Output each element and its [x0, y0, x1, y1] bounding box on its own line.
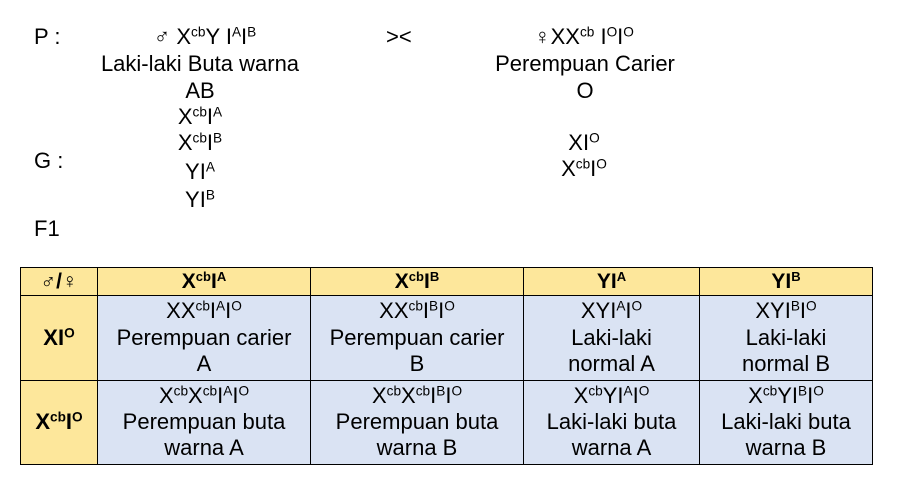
offspring-genotype: XYIBIO — [755, 298, 817, 324]
offspring-phenotype: Laki-laki buta — [546, 409, 677, 435]
female-description: Perempuan Carier — [495, 51, 675, 76]
male-gamete-1: XcbIA — [177, 104, 223, 129]
male-genotype: ♂ XcbY IAIB — [153, 24, 257, 49]
offspring-blood-type: warna A — [164, 435, 244, 461]
label-p: P : — [34, 24, 61, 49]
table-cell: XYIBIO Laki-laki normal B — [699, 295, 873, 381]
offspring-blood-type: warna B — [745, 435, 827, 461]
offspring-genotype: XXcbIBIO — [379, 298, 455, 324]
label-f1: F1 — [34, 216, 60, 241]
column-header: XcbIA — [97, 267, 311, 296]
male-gamete-2: XcbIB — [177, 130, 223, 155]
female-gamete-2: XcbIO — [561, 156, 607, 181]
offspring-blood-type: warna A — [571, 435, 652, 461]
offspring-genotype: XcbXcbIBIO — [371, 382, 463, 408]
male-symbol: ♂ — [153, 24, 171, 49]
row-header: XcbIO — [20, 379, 98, 465]
offspring-phenotype: Perempuan carier — [329, 324, 505, 350]
table-cell: XcbYIAIO Laki-laki buta warna A — [523, 379, 700, 465]
label-g: G : — [34, 148, 64, 173]
offspring-genotype: XcbXcbIAIO — [158, 382, 250, 408]
female-blood-type: O — [576, 78, 594, 103]
offspring-phenotype: Perempuan buta — [335, 409, 499, 435]
offspring-phenotype: Laki-laki — [571, 324, 652, 350]
row-header: XIO — [20, 295, 98, 381]
male-blood-type: AB — [185, 78, 215, 103]
offspring-genotype: XcbYIBIO — [748, 382, 824, 408]
offspring-phenotype: Laki-laki buta — [721, 409, 851, 435]
offspring-blood-type: B — [409, 350, 425, 376]
female-genotype: ♀XXcb IOIO — [534, 24, 634, 49]
offspring-blood-type: warna B — [376, 435, 458, 461]
column-header: XcbIB — [310, 267, 524, 296]
punnett-square-table: ♂/♀ XcbIA XcbIB YIA YIB XIO XXcbIAIO Per… — [20, 267, 873, 465]
offspring-genotype: XXcbIAIO — [166, 298, 242, 324]
offspring-blood-type: A — [196, 350, 212, 376]
table-row: XcbIO XcbXcbIAIO Perempuan buta warna A … — [20, 379, 873, 465]
column-header: YIB — [699, 267, 873, 296]
offspring-blood-type: normal B — [741, 350, 831, 376]
male-gamete-4: YIB — [185, 187, 215, 212]
male-gamete-3: YIA — [185, 159, 215, 184]
offspring-phenotype: Laki-laki — [745, 324, 827, 350]
female-symbol: ♀ — [534, 24, 551, 49]
offspring-phenotype: Perempuan carier — [116, 324, 292, 350]
offspring-blood-type: normal A — [568, 350, 655, 376]
table-cell: XcbXcbIBIO Perempuan buta warna B — [310, 379, 524, 465]
offspring-genotype: XcbYIAIO — [573, 382, 650, 408]
table-row: XIO XXcbIAIO Perempuan carier A XXcbIBIO… — [20, 295, 873, 381]
corner-cell: ♂/♀ — [20, 267, 98, 296]
table-cell: XcbYIBIO Laki-laki buta warna B — [699, 379, 873, 465]
table-cell: XYIAIO Laki-laki normal A — [523, 295, 700, 381]
table-cell: XXcbIBIO Perempuan carier B — [310, 295, 524, 381]
offspring-phenotype: Perempuan buta — [122, 409, 286, 435]
table-cell: XcbXcbIAIO Perempuan buta warna A — [97, 379, 311, 465]
column-header: YIA — [523, 267, 700, 296]
table-cell: XXcbIAIO Perempuan carier A — [97, 295, 311, 381]
cross-sign: >< — [386, 24, 412, 49]
offspring-genotype: XYIAIO — [580, 298, 643, 324]
table-header-row: ♂/♀ XcbIA XcbIB YIA YIB — [20, 267, 873, 296]
female-gamete-1: XIO — [568, 130, 600, 155]
male-description: Laki-laki Buta warna — [100, 51, 300, 76]
